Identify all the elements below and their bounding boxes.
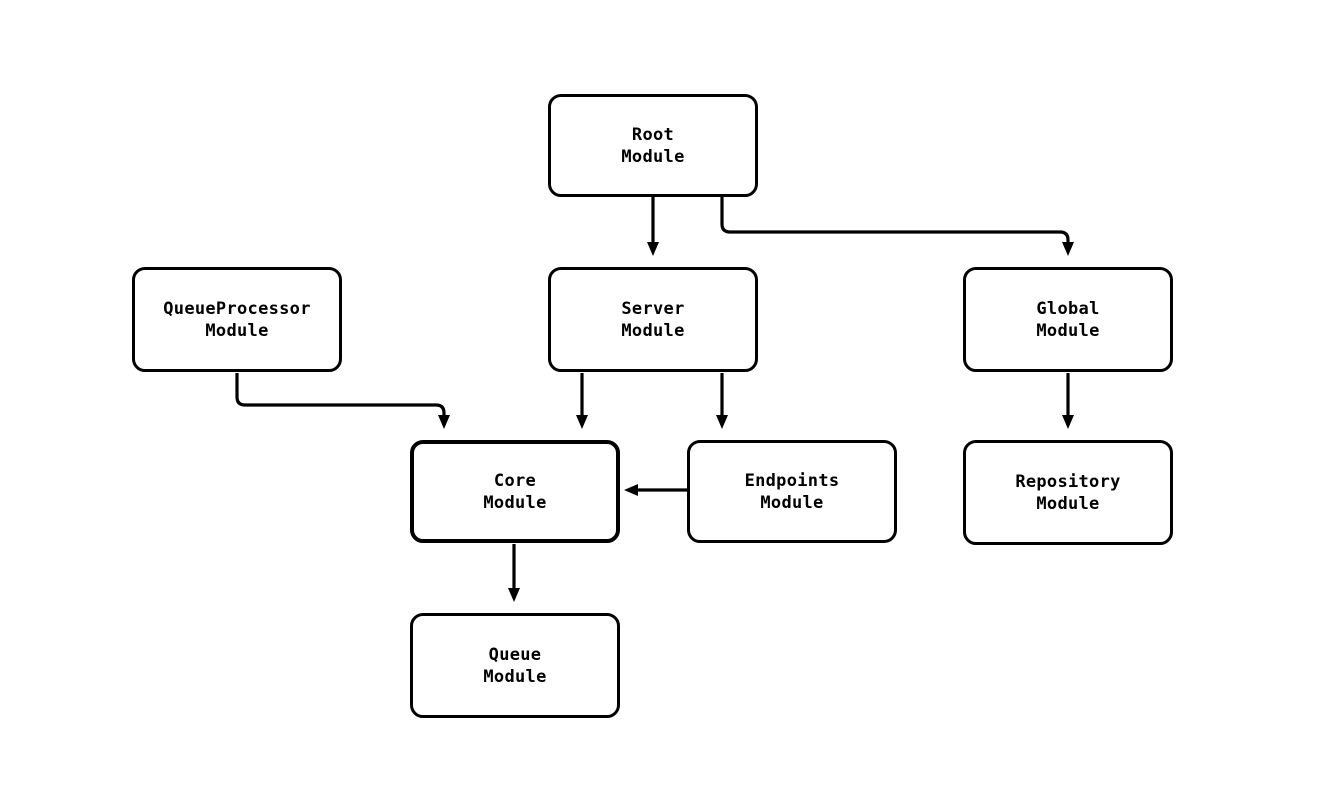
node-repository-module-label: Repository Module: [1015, 471, 1121, 514]
node-queue-module-label: Queue Module: [483, 644, 547, 687]
node-global-module-label: Global Module: [1036, 298, 1100, 341]
node-endpoints-module[interactable]: Endpoints Module: [687, 440, 897, 543]
node-endpoints-module-label: Endpoints Module: [744, 470, 840, 513]
node-server-module-label: Server Module: [621, 298, 685, 341]
node-server-module[interactable]: Server Module: [548, 267, 758, 372]
node-queue-module[interactable]: Queue Module: [410, 613, 620, 718]
node-core-module[interactable]: Core Module: [410, 440, 620, 543]
node-queueprocessor-module-label: QueueProcessor Module: [163, 298, 311, 341]
node-root-module[interactable]: Root Module: [548, 94, 758, 197]
node-global-module[interactable]: Global Module: [963, 267, 1173, 372]
node-root-module-label: Root Module: [621, 124, 685, 167]
node-queueprocessor-module[interactable]: QueueProcessor Module: [132, 267, 342, 372]
node-core-module-label: Core Module: [483, 470, 547, 513]
node-repository-module[interactable]: Repository Module: [963, 440, 1173, 545]
